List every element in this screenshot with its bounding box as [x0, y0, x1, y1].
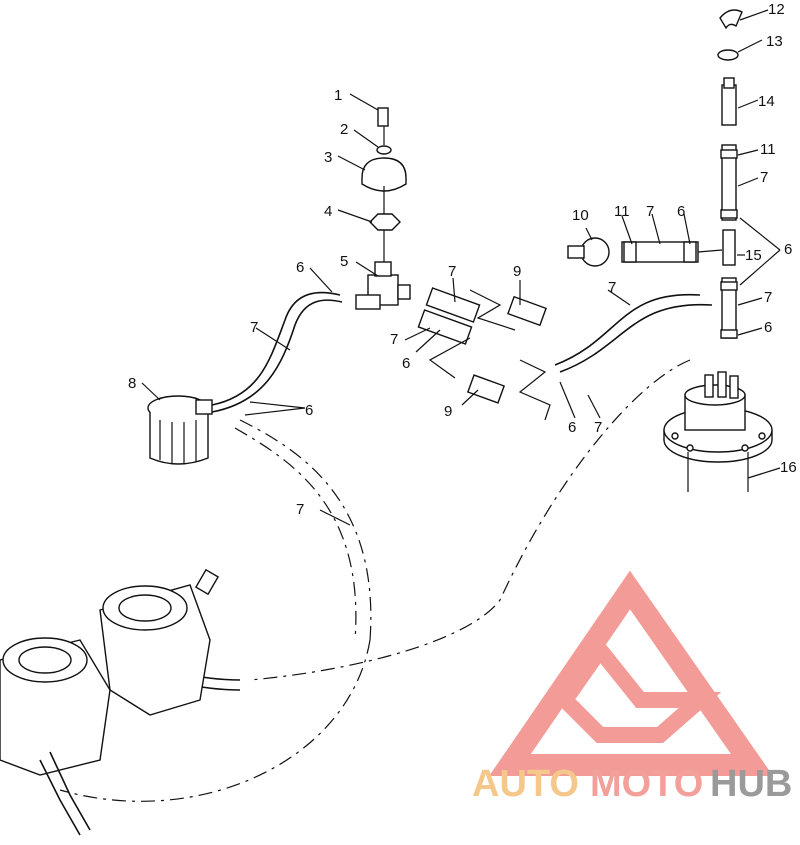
callout-2: 2: [340, 121, 348, 138]
callout-11b: 11: [760, 141, 776, 158]
callout-6a: 6: [296, 259, 304, 276]
callout-3: 3: [324, 149, 332, 166]
phantom-hoses: [59, 359, 691, 802]
fuel-shutoff-valve: [355, 107, 411, 310]
inline-fuel-filters: [417, 287, 551, 421]
inline-vent-filter: [567, 237, 723, 267]
callout-1: 1: [334, 87, 342, 104]
callout-16: 16: [780, 459, 797, 476]
leader-lines: [141, 9, 781, 526]
callout-10: 10: [572, 207, 589, 224]
callout-7g: 7: [760, 169, 768, 186]
callout-8: 8: [128, 375, 136, 392]
watermark-auto: AUTO: [472, 763, 579, 805]
fuel-filter-bowl: [147, 395, 213, 465]
callout-11a: 11: [614, 203, 630, 220]
carburetor-assembly: [0, 568, 220, 836]
callout-12: 12: [768, 1, 785, 18]
callout-9b: 9: [444, 403, 452, 420]
callout-5: 5: [340, 253, 348, 270]
callout-6d: 6: [568, 419, 576, 436]
vent-line-assembly: [717, 9, 743, 339]
callout-4: 4: [324, 203, 332, 220]
watermark-logo: [489, 570, 774, 776]
callout-7a: 7: [448, 263, 456, 280]
callout-7i: 7: [608, 279, 616, 296]
callout-6b: 6: [402, 355, 410, 372]
fuel-tank-pickup: [663, 371, 773, 492]
callout-7h: 7: [764, 289, 772, 306]
watermark-text: AUTO MOTO HUB: [472, 763, 792, 805]
callout-6c: 6: [305, 402, 313, 419]
callout-6f: 6: [784, 241, 792, 258]
callout-7e: 7: [594, 419, 602, 436]
watermark-hub: HUB: [710, 763, 792, 805]
callout-13: 13: [766, 33, 783, 50]
callout-7b: 7: [390, 331, 398, 348]
watermark-moto: MOTO: [590, 763, 703, 805]
callout-labels: 1 2 3 4 5 6 7 7 7 6 9 8 6 7 9 6 7 10 11 …: [128, 1, 797, 518]
callout-6e: 6: [677, 203, 685, 220]
callout-15: 15: [745, 247, 762, 264]
callout-7d: 7: [296, 501, 304, 518]
callout-6g: 6: [764, 319, 772, 336]
callout-14: 14: [758, 93, 775, 110]
callout-7f: 7: [646, 203, 654, 220]
callout-7c: 7: [250, 319, 258, 336]
callout-9a: 9: [513, 263, 521, 280]
